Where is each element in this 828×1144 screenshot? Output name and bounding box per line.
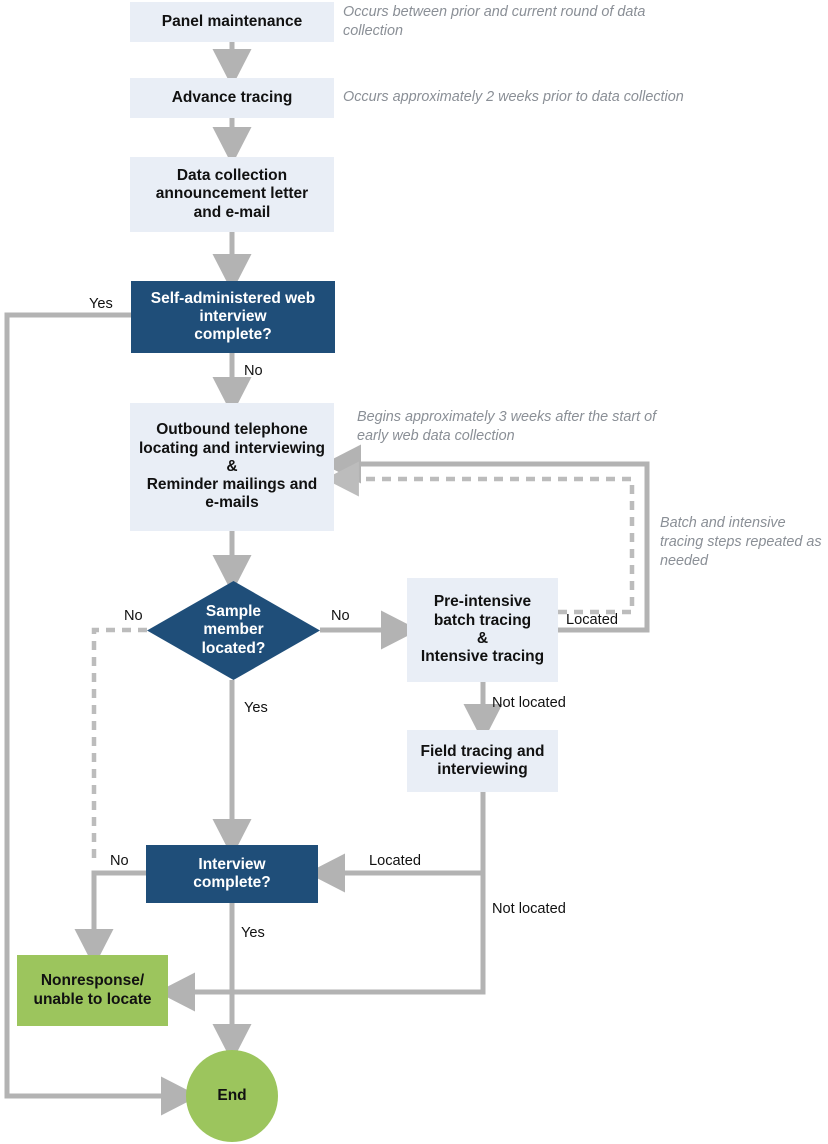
edge-field-notlocated-to-nonresponse	[156, 792, 486, 1012]
edge-label-batch-not-located: Not located	[492, 695, 566, 711]
node-sample-member-located-label: Sample member located?	[201, 603, 266, 657]
note-advance-tracing: Occurs approximately 2 weeks prior to da…	[343, 89, 684, 105]
node-advance-tracing-label: Advance tracing	[171, 88, 293, 106]
edge-label-field-not-located: Not located	[492, 901, 566, 917]
node-end[interactable]: End	[186, 1050, 278, 1142]
note-panel-maintenance: Occurs between prior and current round o…	[343, 4, 646, 40]
edge-label-interview-no: No	[110, 853, 129, 869]
node-announcement-letter[interactable]: Data collection announcement letter and …	[130, 157, 334, 232]
node-nonresponse[interactable]: Nonresponse/ unable to locate	[17, 955, 168, 1026]
edge-interview-no-to-nonresponse	[74, 870, 146, 968]
edge-label-batch-located: Located	[566, 612, 618, 628]
edge-label-interview-yes: Yes	[241, 925, 265, 941]
edge-label-web-no: No	[244, 363, 263, 379]
edge-batch-located-dashed	[324, 461, 635, 615]
edge-label-sample-no-left: No	[124, 608, 143, 624]
node-panel-maintenance-label: Panel maintenance	[161, 12, 303, 30]
edge-batch-located-solid	[322, 444, 650, 633]
edge-label-sample-yes: Yes	[244, 700, 268, 716]
note-outbound: Begins approximately 3 weeks after the s…	[357, 409, 657, 445]
node-announcement-letter-label: Data collection announcement letter and …	[155, 167, 309, 221]
node-batch-tracing-label: Pre-intensive batch tracing & Intensive …	[420, 593, 545, 666]
node-advance-tracing[interactable]: Advance tracing	[130, 78, 334, 118]
node-web-interview-complete[interactable]: Self-administered web interview complete…	[131, 281, 335, 353]
edge-label-web-yes: Yes	[89, 296, 113, 312]
node-outbound-telephone-label: Outbound telephone locating and intervie…	[138, 421, 326, 512]
node-end-label: End	[217, 1086, 247, 1104]
node-interview-complete-label: Interview complete?	[193, 855, 271, 891]
node-field-tracing-label: Field tracing and interviewing	[420, 742, 545, 778]
note-tracing-loop: Batch and intensive tracing steps repeat…	[660, 515, 822, 570]
edge-web-yes-to-end	[4, 312, 200, 1116]
node-nonresponse-label: Nonresponse/ unable to locate	[33, 972, 152, 1008]
edge-label-sample-no-right: No	[331, 608, 350, 624]
node-batch-tracing[interactable]: Pre-intensive batch tracing & Intensive …	[407, 578, 558, 682]
node-sample-member-located[interactable]: Sample member located?	[147, 581, 320, 680]
node-interview-complete[interactable]: Interview complete?	[146, 845, 318, 903]
node-outbound-telephone[interactable]: Outbound telephone locating and intervie…	[130, 403, 334, 531]
node-field-tracing[interactable]: Field tracing and interviewing	[407, 730, 558, 792]
node-panel-maintenance[interactable]: Panel maintenance	[130, 2, 334, 42]
node-web-interview-complete-label: Self-administered web interview complete…	[150, 289, 316, 344]
edge-label-field-located: Located	[369, 853, 421, 869]
edge-sample-no-dashed	[91, 627, 147, 862]
